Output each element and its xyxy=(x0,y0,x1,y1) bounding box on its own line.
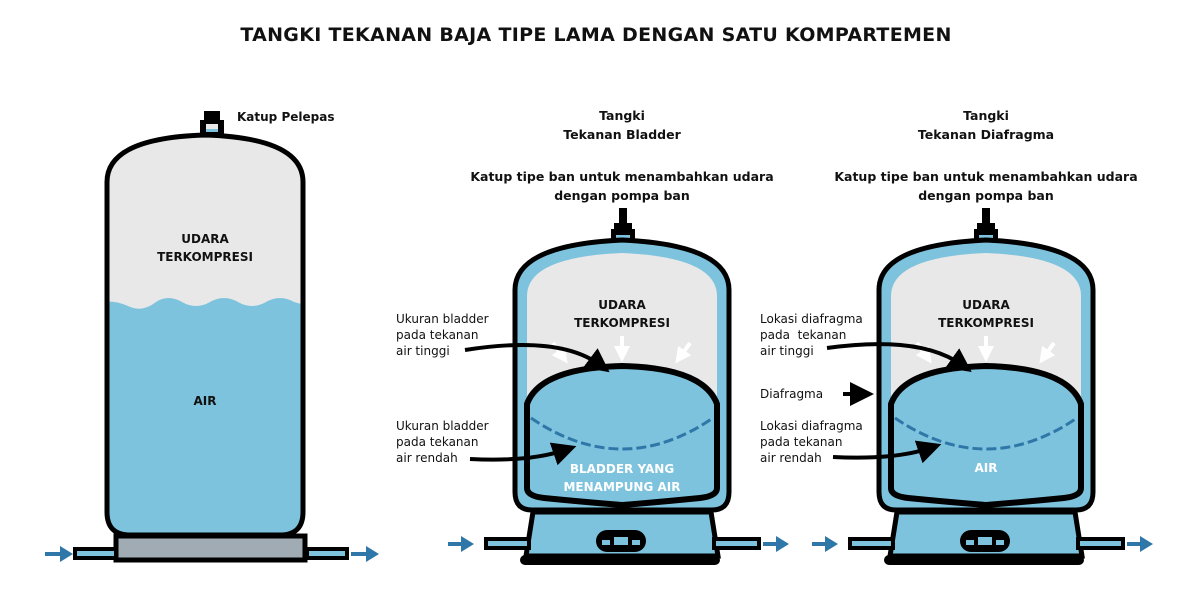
air-label-line1: UDARA xyxy=(962,298,1010,312)
heading-line1: Tangki xyxy=(599,108,645,123)
valve-label-line1: Katup tipe ban untuk menambahkan udara xyxy=(470,169,774,184)
water-label-line2: MENAMPUNG AIR xyxy=(563,480,681,494)
diaphragm-valve-label: Katup tipe ban untuk menambahkan udara d… xyxy=(826,167,1146,205)
diaphragm-tank-heading: Tangki Tekanan Diafragma xyxy=(886,106,1086,144)
label-line: air rendah xyxy=(760,451,822,465)
heading-line2: Tekanan Diafragma xyxy=(917,127,1055,142)
diaphragm-tank xyxy=(812,208,1153,565)
label-line: pada tekanan xyxy=(396,328,479,342)
air-label-line1: UDARA xyxy=(181,232,229,246)
label-line: Lokasi diafragma xyxy=(760,312,863,326)
label-line: air rendah xyxy=(396,451,458,465)
heading-line1: Tangki xyxy=(963,108,1009,123)
label-line: air tinggi xyxy=(396,344,450,358)
flow-out-arrow-icon xyxy=(763,536,789,552)
air-label-line2: TERKOMPRESI xyxy=(938,316,1034,330)
old-steel-tank xyxy=(45,111,379,563)
tire-valve-icon xyxy=(611,208,635,242)
low-pressure-pointer-arrow-icon xyxy=(832,440,942,464)
label-line: Lokasi diafragma xyxy=(760,419,863,433)
diaphragm-low-pressure-label: Lokasi diafragma pada tekanan air rendah xyxy=(760,418,863,466)
air-label-line2: TERKOMPRESI xyxy=(574,316,670,330)
flow-in-arrow-icon xyxy=(45,546,73,562)
flow-out-arrow-icon xyxy=(1127,536,1153,552)
bladder-air-label: UDARA TERKOMPRESI xyxy=(562,296,682,332)
high-pressure-pointer-arrow-icon xyxy=(826,342,972,372)
label-line: Ukuran bladder xyxy=(396,419,489,433)
flow-in-arrow-icon xyxy=(812,536,838,552)
compression-arrows-icon xyxy=(551,336,692,364)
old-tank-water-label: AIR xyxy=(193,394,217,408)
label-line: pada tekanan xyxy=(396,435,479,449)
tire-valve-icon xyxy=(974,208,998,242)
pump-port-icon xyxy=(596,530,646,552)
air-label-line1: UDARA xyxy=(598,298,646,312)
diaphragm-label: Diafragma xyxy=(760,387,824,401)
pump-port-icon xyxy=(960,530,1010,552)
high-pressure-pointer-arrow-icon xyxy=(464,343,610,373)
heading-line2: Tekanan Bladder xyxy=(563,127,681,142)
diagram-title: TANGKI TEKANAN BAJA TIPE LAMA DENGAN SAT… xyxy=(240,24,952,46)
label-line: Ukuran bladder xyxy=(396,312,489,326)
bladder-valve-label: Katup tipe ban untuk menambahkan udara d… xyxy=(462,167,782,205)
valve-label-line1: Katup tipe ban untuk menambahkan udara xyxy=(834,169,1138,184)
flow-out-arrow-icon xyxy=(351,546,379,562)
diaphragm-high-pressure-label: Lokasi diafragma pada tekanan air tinggi xyxy=(760,311,863,359)
label-line: air tinggi xyxy=(760,344,814,358)
valve-label-line2: dengan pompa ban xyxy=(554,188,690,203)
bladder-tank-heading: Tangki Tekanan Bladder xyxy=(522,106,722,144)
relief-valve-icon xyxy=(200,111,224,135)
flow-in-arrow-icon xyxy=(448,536,474,552)
label-line: pada tekanan xyxy=(760,328,847,342)
bladder-high-pressure-label: Ukuran bladder pada tekanan air tinggi xyxy=(396,311,489,359)
bladder-tank xyxy=(448,208,789,565)
water-label-line1: BLADDER YANG xyxy=(569,462,675,476)
valve-label-line2: dengan pompa ban xyxy=(918,188,1054,203)
bladder-water-label: BLADDER YANG MENAMPUNG AIR xyxy=(547,460,697,496)
bladder-low-pressure-label: Ukuran bladder pada tekanan air rendah xyxy=(396,418,489,466)
diaphragm-water-label: AIR xyxy=(974,461,998,475)
relief-valve-label: Katup Pelepas xyxy=(237,110,335,124)
diaphragm-air-label: UDARA TERKOMPRESI xyxy=(926,296,1046,332)
old-tank-air-label: UDARA TERKOMPRESI xyxy=(145,230,265,266)
label-line: pada tekanan xyxy=(760,435,843,449)
air-label-line2: TERKOMPRESI xyxy=(157,250,253,264)
low-pressure-pointer-arrow-icon xyxy=(469,442,577,466)
